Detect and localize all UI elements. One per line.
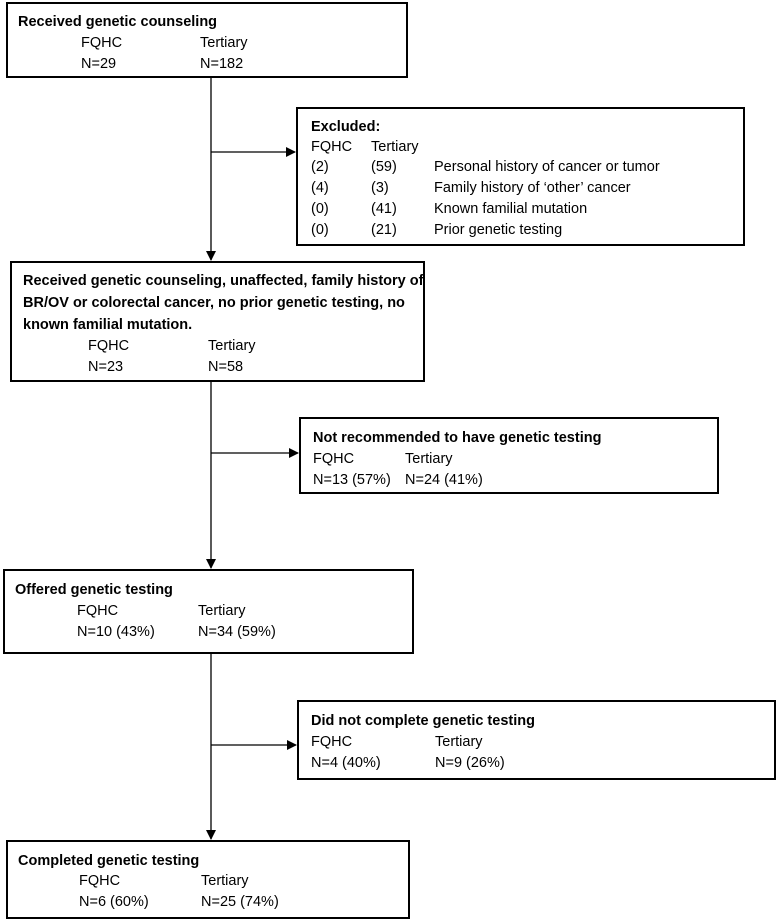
- eligible-title-line: known familial mutation.: [23, 317, 193, 333]
- did-not-complete-tertiary-label: Tertiary: [435, 734, 483, 750]
- completed-box: Completed genetic testing FQHC Tertiary …: [6, 840, 410, 919]
- completed-fqhc-label: FQHC: [79, 873, 121, 889]
- completed-tertiary-label: Tertiary: [201, 873, 249, 889]
- excluded-box: Excluded: FQHC Tertiary (2) (59) Persona…: [296, 107, 745, 246]
- excluded-fqhc-label: FQHC: [311, 139, 353, 155]
- offered-box: Offered genetic testing FQHC Tertiary N=…: [3, 569, 414, 654]
- not-recommended-title: Not recommended to have genetic testing: [313, 430, 602, 446]
- eligible-title-line: Received genetic counseling, unaffected,…: [23, 273, 424, 289]
- not-recommended-fqhc-label: FQHC: [313, 451, 355, 467]
- offered-tertiary-label: Tertiary: [198, 603, 246, 619]
- excluded-row-reason: Personal history of cancer or tumor: [434, 159, 660, 175]
- did-not-complete-fqhc-label: FQHC: [311, 734, 353, 750]
- excluded-row-reason: Prior genetic testing: [434, 222, 563, 238]
- excluded-row-fqhc: (2): [311, 159, 329, 175]
- did-not-complete-title: Did not complete genetic testing: [311, 713, 535, 729]
- not-recommended-tertiary-n: N=24 (41%): [405, 472, 483, 488]
- received-tertiary-n: N=182: [200, 56, 244, 72]
- not-recommended-box: Not recommended to have genetic testing …: [299, 417, 719, 494]
- eligible-tertiary-n: N=58: [208, 359, 244, 375]
- excluded-row-tertiary: (59): [371, 159, 397, 175]
- received-title: Received genetic counseling: [18, 14, 218, 30]
- eligible-tertiary-label: Tertiary: [208, 338, 256, 354]
- did-not-complete-box: Did not complete genetic testing FQHC Te…: [297, 700, 776, 780]
- eligible-fqhc-label: FQHC: [88, 338, 130, 354]
- excluded-tertiary-label: Tertiary: [371, 139, 419, 155]
- excluded-row-tertiary: (21): [371, 222, 397, 238]
- not-recommended-tertiary-label: Tertiary: [405, 451, 453, 467]
- received-fqhc-label: FQHC: [81, 35, 123, 51]
- received-tertiary-label: Tertiary: [200, 35, 248, 51]
- completed-title: Completed genetic testing: [18, 853, 200, 869]
- excluded-row-reason: Family history of ‘other’ cancer: [434, 180, 631, 196]
- excluded-row-reason: Known familial mutation: [434, 201, 588, 217]
- completed-tertiary-n: N=25 (74%): [201, 894, 279, 910]
- completed-fqhc-n: N=6 (60%): [79, 894, 149, 910]
- excluded-title: Excluded:: [311, 119, 381, 135]
- offered-fqhc-n: N=10 (43%): [77, 624, 155, 640]
- eligible-box: Received genetic counseling, unaffected,…: [10, 261, 425, 382]
- received-fqhc-n: N=29: [81, 56, 117, 72]
- excluded-row-fqhc: (4): [311, 180, 329, 196]
- not-recommended-fqhc-n: N=13 (57%): [313, 472, 391, 488]
- did-not-complete-fqhc-n: N=4 (40%): [311, 755, 381, 771]
- excluded-row-fqhc: (0): [311, 201, 329, 217]
- eligible-fqhc-n: N=23: [88, 359, 124, 375]
- excluded-row-tertiary: (41): [371, 201, 397, 217]
- offered-title: Offered genetic testing: [15, 582, 173, 598]
- received-counseling-box: Received genetic counseling FQHC Tertiar…: [6, 2, 408, 78]
- excluded-row-fqhc: (0): [311, 222, 329, 238]
- excluded-row-tertiary: (3): [371, 180, 389, 196]
- did-not-complete-tertiary-n: N=9 (26%): [435, 755, 505, 771]
- offered-tertiary-n: N=34 (59%): [198, 624, 276, 640]
- eligible-title-line: BR/OV or colorectal cancer, no prior gen…: [23, 295, 405, 311]
- offered-fqhc-label: FQHC: [77, 603, 119, 619]
